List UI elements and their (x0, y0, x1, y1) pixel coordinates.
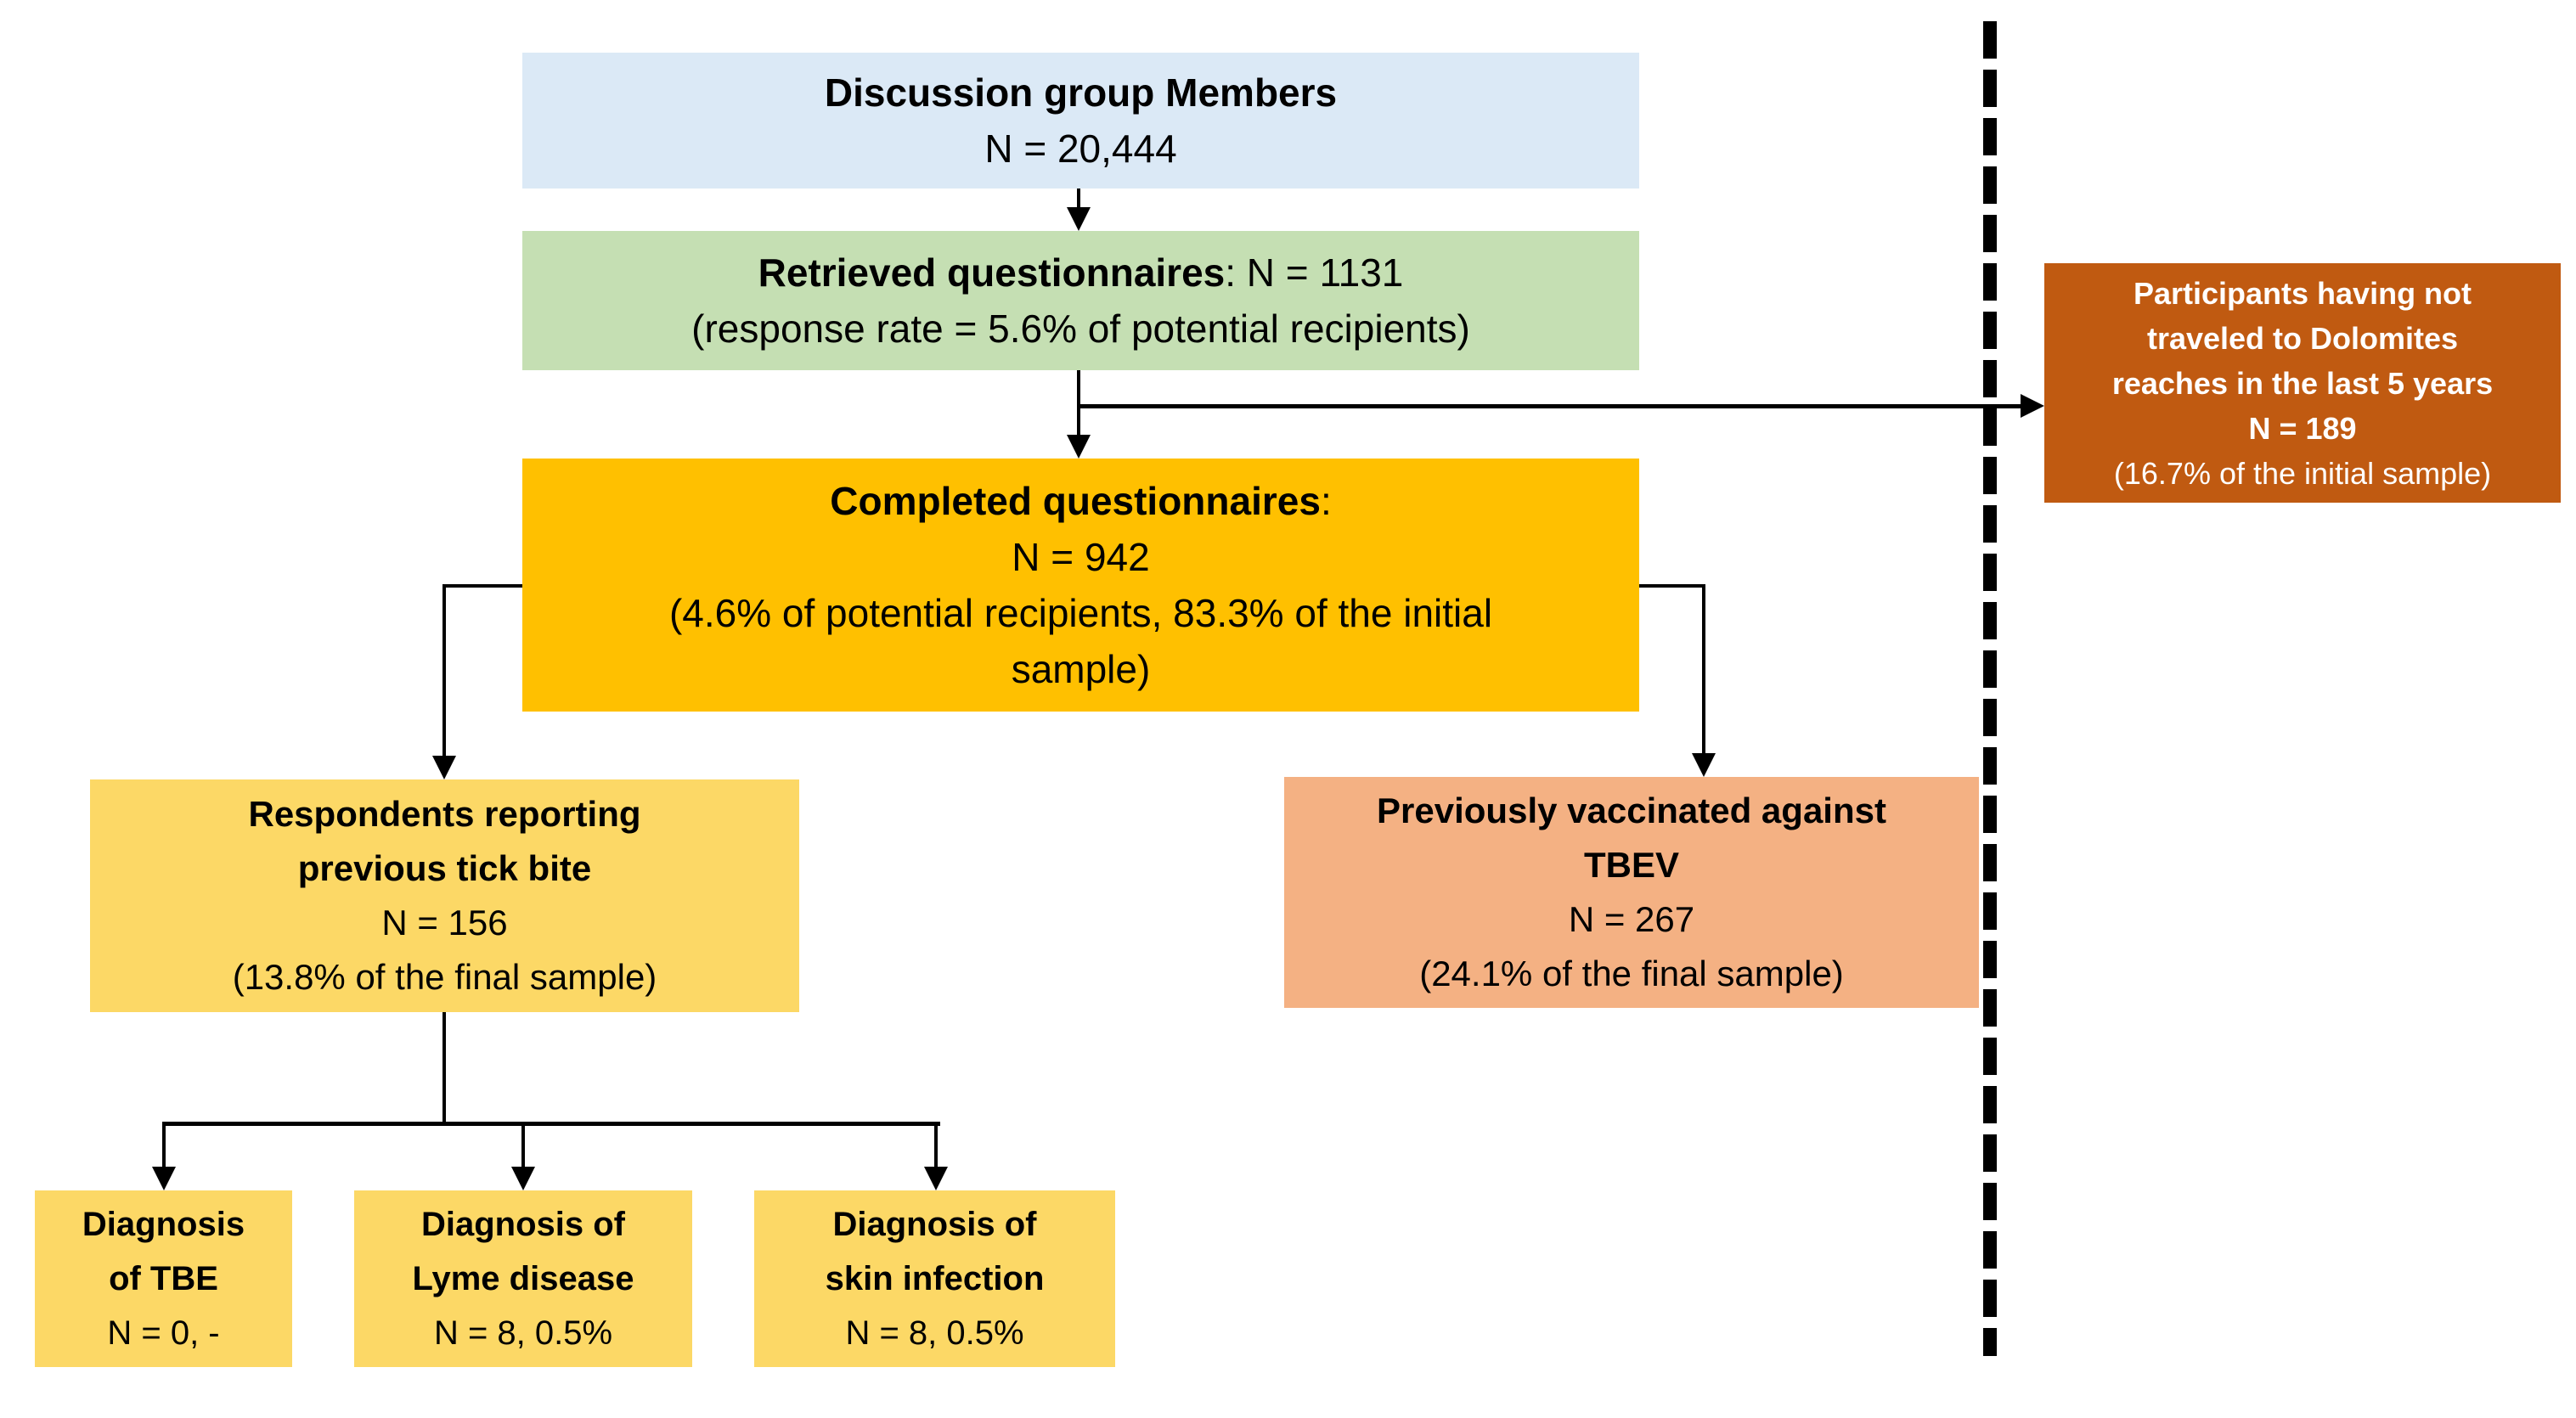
not-traveled-note: (16.7% of the initial sample) (2113, 455, 2492, 491)
box-diagnosis-tbe: Diagnosis of TBE N = 0, - (35, 1190, 292, 1367)
box-discussion-group: Discussion group Members N = 20,444 (522, 53, 1639, 189)
completed-title-bold: Completed questionnaires (830, 479, 1321, 523)
connector-completed-tickbite-arrowhead-icon (432, 756, 456, 779)
diag-lyme-line1: Diagnosis of (420, 1206, 626, 1243)
tick-bite-count: N = 156 (381, 903, 508, 943)
connector-diag-skin-vline (934, 1126, 938, 1168)
connector-diag-tbe-vline (162, 1126, 166, 1168)
box-retrieved-questionnaires: Retrieved questionnaires: N = 1131 (resp… (522, 231, 1639, 370)
vaccinated-line2: TBEV (1583, 845, 1679, 885)
completed-note-line2: sample) (1011, 647, 1151, 691)
diag-lyme-count: N = 8, 0.5% (433, 1314, 613, 1352)
tick-bite-note: (13.8% of the final sample) (232, 957, 657, 997)
connector-excluded-arrowhead-icon (2021, 394, 2044, 418)
diag-tbe-count: N = 0, - (107, 1314, 220, 1352)
box-tick-bite: Respondents reporting previous tick bite… (90, 779, 799, 1012)
connector-completed-vaccinated-hline (1639, 584, 1705, 588)
vaccinated-line1: Previously vaccinated against (1377, 791, 1886, 830)
connector-diag-skin-arrowhead-icon (924, 1167, 948, 1190)
box-diagnosis-skin: Diagnosis of skin infection N = 8, 0.5% (754, 1190, 1115, 1367)
connector-diag-tbe-arrowhead-icon (152, 1167, 176, 1190)
connector-completed-tickbite-hline (444, 584, 522, 588)
not-traveled-line3: reaches in the last 5 years (2111, 365, 2494, 401)
discussion-group-count: N = 20,444 (984, 127, 1177, 171)
retrieved-note: (response rate = 5.6% of potential recip… (691, 307, 1470, 351)
connector-discussion-retrieved-line (1077, 189, 1080, 209)
diag-skin-count: N = 8, 0.5% (845, 1314, 1024, 1352)
dashed-separator-line (1983, 21, 1997, 1356)
connector-completed-tickbite-vline (442, 584, 446, 757)
connector-diag-lyme-arrowhead-icon (511, 1167, 535, 1190)
tick-bite-line1: Respondents reporting (248, 794, 641, 834)
not-traveled-line1: Participants having not (2133, 275, 2472, 311)
vaccinated-note: (24.1% of the final sample) (1419, 954, 1844, 993)
diag-skin-line1: Diagnosis of (832, 1206, 1037, 1243)
discussion-group-title: Discussion group Members (824, 70, 1338, 115)
not-traveled-count: N = 189 (2248, 410, 2357, 446)
retrieved-title-rest: : N = 1131 (1225, 250, 1404, 295)
connector-completed-vaccinated-vline (1702, 584, 1705, 755)
diag-tbe-line1: Diagnosis (82, 1206, 245, 1243)
diag-skin-line2: skin infection (825, 1260, 1045, 1297)
retrieved-title: Retrieved questionnaires: N = 1131 (758, 245, 1404, 301)
vaccinated-count: N = 267 (1568, 899, 1695, 939)
diag-lyme-line2: Lyme disease (412, 1260, 634, 1297)
box-completed-questionnaires: Completed questionnaires: N = 942 (4.6% … (522, 459, 1639, 712)
completed-note-line1: (4.6% of potential recipients, 83.3% of … (668, 591, 1493, 635)
completed-count: N = 942 (1012, 535, 1150, 579)
not-traveled-line2: traveled to Dolomites (2146, 320, 2459, 356)
connector-retrieved-completed-arrowhead-icon (1067, 435, 1091, 459)
retrieved-title-bold: Retrieved questionnaires (758, 250, 1226, 295)
connector-diag-lyme-vline (521, 1126, 525, 1168)
connector-retrieved-completed-line (1077, 370, 1080, 436)
connector-tickbite-stem-vline (442, 1012, 446, 1123)
completed-title: Completed questionnaires: (830, 473, 1331, 529)
connector-completed-vaccinated-arrowhead-icon (1692, 753, 1716, 777)
connector-excluded-line (1077, 404, 2022, 408)
completed-title-rest: : (1320, 479, 1332, 523)
connector-discussion-retrieved-arrowhead-icon (1067, 207, 1091, 231)
box-diagnosis-lyme: Diagnosis of Lyme disease N = 8, 0.5% (354, 1190, 692, 1367)
box-vaccinated: Previously vaccinated against TBEV N = 2… (1284, 777, 1979, 1008)
box-not-traveled: Participants having not traveled to Dolo… (2044, 263, 2561, 503)
connector-diagnosis-hline (162, 1122, 940, 1126)
tick-bite-line2: previous tick bite (297, 848, 592, 888)
diag-tbe-line2: of TBE (109, 1260, 218, 1297)
